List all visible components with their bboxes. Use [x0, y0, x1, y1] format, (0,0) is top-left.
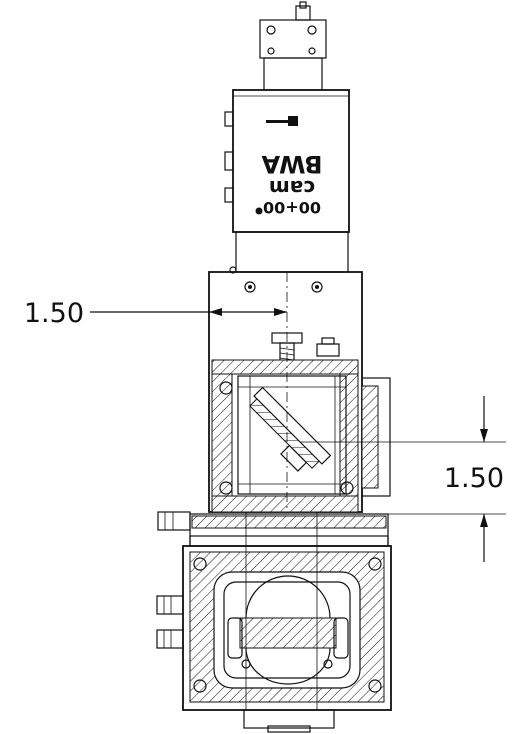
horizontal-dimension: 1.50 — [24, 298, 287, 329]
vertical-dimension: 1.50 — [300, 396, 506, 562]
camera-body: 00+00 cam BWA — [224, 89, 350, 233]
top-connector — [259, 1, 327, 91]
camera-version-label: 00+00 — [263, 198, 321, 217]
mirror-housing — [208, 271, 391, 513]
camera-model-label: cam — [269, 176, 315, 200]
mounting-flange — [157, 511, 389, 547]
camera-brand-label: BWA — [261, 150, 322, 178]
mirror-element — [249, 386, 332, 472]
vertical-dimension-label: 1.50 — [444, 463, 504, 494]
horizontal-dimension-label: 1.50 — [24, 298, 84, 329]
lens-element — [227, 575, 349, 685]
lens-housing — [156, 545, 392, 733]
camera-logo-mark — [255, 116, 298, 215]
adapter-block — [229, 231, 349, 274]
